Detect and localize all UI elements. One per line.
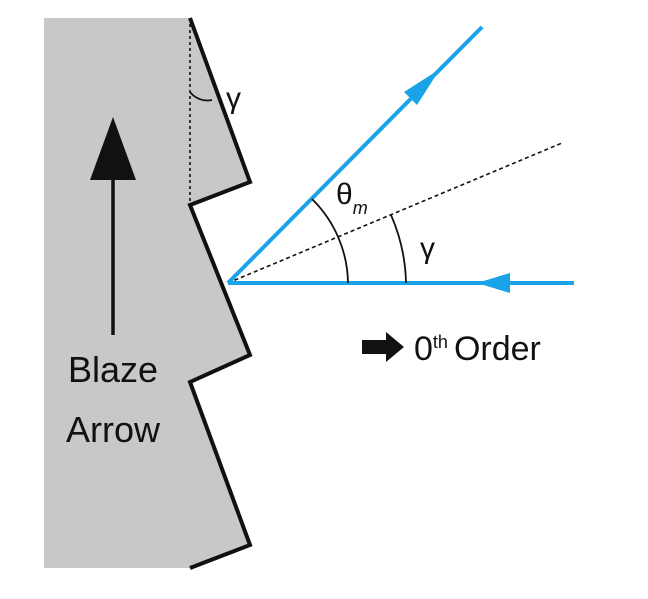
order-arrow-icon xyxy=(362,332,404,362)
blaze-arrow-head xyxy=(90,117,136,180)
order-superscript: th xyxy=(433,332,448,352)
diffracted-ray-arrowhead xyxy=(404,69,440,105)
gamma-right-arc xyxy=(390,214,407,284)
grating-profile xyxy=(187,17,253,570)
gamma-right-label: γ xyxy=(420,232,435,265)
grating-body xyxy=(44,18,250,568)
blaze-label-line2: Arrow xyxy=(66,409,161,450)
theta-symbol: θ xyxy=(336,178,353,211)
order-number: 0 xyxy=(414,330,433,368)
gamma-top-label: γ xyxy=(226,82,241,115)
theta-arc xyxy=(311,198,349,284)
order-word: Order xyxy=(454,330,541,368)
incident-ray-arrowhead xyxy=(477,273,510,293)
theta-subscript: m xyxy=(353,198,368,218)
order-label: 0th Order xyxy=(414,330,541,368)
diffracted-ray xyxy=(226,25,484,285)
theta-label: θm xyxy=(336,178,368,218)
facet-normal-dashed xyxy=(227,142,563,284)
gamma-top-arc xyxy=(189,91,213,102)
blaze-label-line1: Blaze xyxy=(68,349,158,390)
